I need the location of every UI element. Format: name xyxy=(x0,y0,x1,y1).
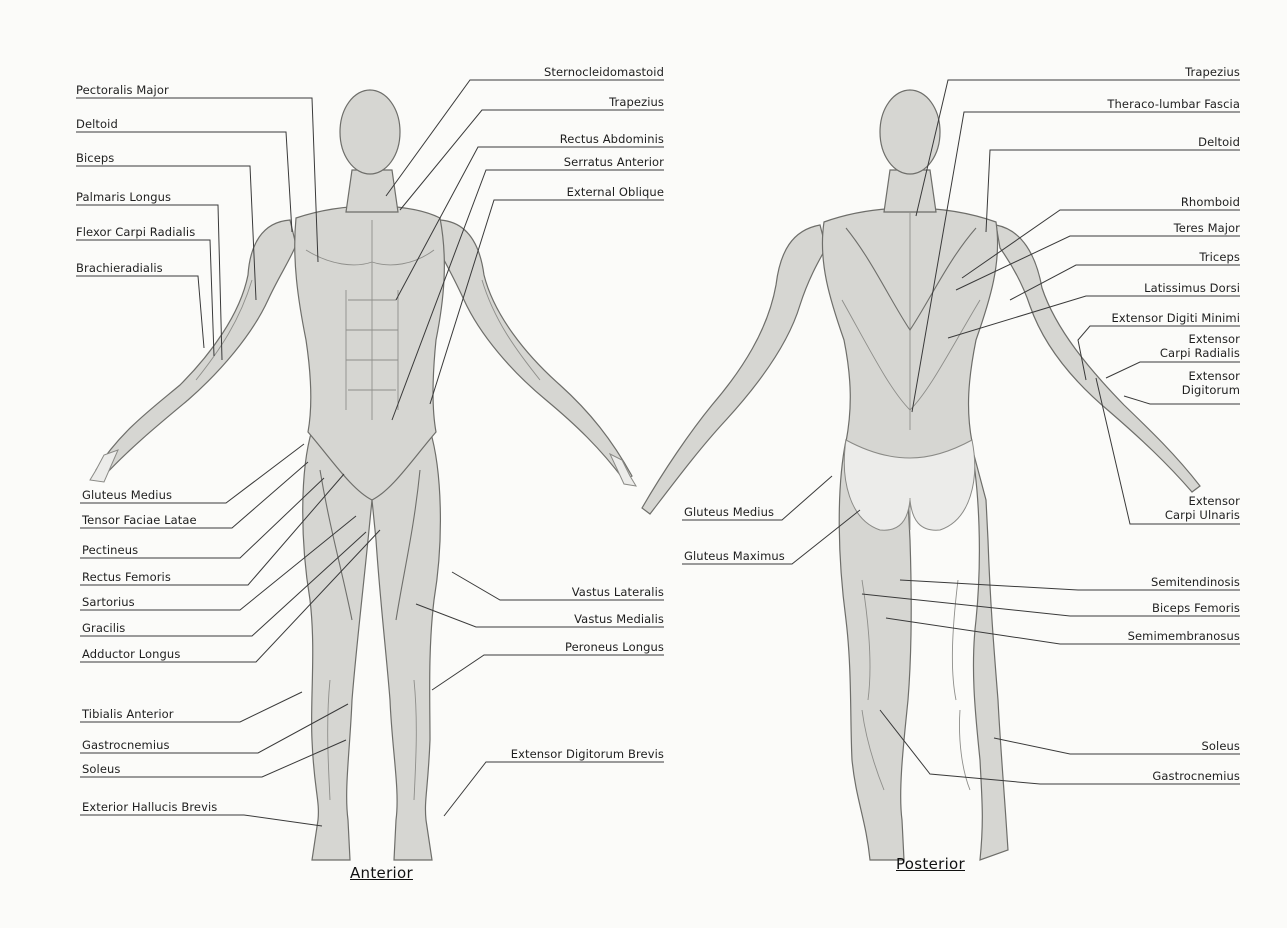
label-soleus-posterior: Soleus xyxy=(1202,740,1241,753)
anterior-left-leg xyxy=(303,430,372,860)
caption-anterior: Anterior xyxy=(350,864,413,882)
label-gluteus-medius-posterior: Gluteus Medius xyxy=(684,506,774,519)
label-pectineus: Pectineus xyxy=(82,544,138,557)
label-serratus-anterior: Serratus Anterior xyxy=(564,156,664,169)
caption-posterior: Posterior xyxy=(896,855,965,873)
label-deltoid: Deltoid xyxy=(76,118,118,131)
label-tensor-faciae-latae: Tensor Faciae Latae xyxy=(82,514,197,527)
label-brachieradialis: Brachieradialis xyxy=(76,262,163,275)
anterior-head xyxy=(340,90,400,174)
label-palmaris-longus: Palmaris Longus xyxy=(76,191,171,204)
anterior-left-arm xyxy=(96,220,296,476)
label-extensor-carpi-radialis-line1: Extensor xyxy=(1189,333,1241,346)
label-pectoralis-major: Pectoralis Major xyxy=(76,84,169,97)
label-adductor-longus: Adductor Longus xyxy=(82,648,180,661)
posterior-right-leg xyxy=(970,440,1008,860)
label-rhomboid: Rhomboid xyxy=(1181,196,1240,209)
label-gracilis: Gracilis xyxy=(82,622,125,635)
label-teres-major: Teres Major xyxy=(1174,222,1240,235)
label-semitendinosis: Semitendinosis xyxy=(1151,576,1240,589)
label-trapezius-anterior: Trapezius xyxy=(609,96,664,109)
label-theraco-lumbar-fascia: Theraco-lumbar Fascia xyxy=(1107,98,1240,111)
posterior-neck xyxy=(884,170,936,212)
label-extensor-digitorum-line1: Extensor xyxy=(1189,370,1241,383)
label-gastrocnemius-anterior: Gastrocnemius xyxy=(82,739,170,752)
label-rectus-femoris: Rectus Femoris xyxy=(82,571,171,584)
label-trapezius-posterior: Trapezius xyxy=(1185,66,1240,79)
label-biceps-femoris: Biceps Femoris xyxy=(1152,602,1240,615)
label-external-oblique: External Oblique xyxy=(567,186,664,199)
label-rectus-abdominis: Rectus Abdominis xyxy=(560,133,664,146)
label-extensor-carpi-ulnaris-line1: Extensor xyxy=(1189,495,1241,508)
label-soleus-anterior: Soleus xyxy=(82,763,121,776)
label-sartorius: Sartorius xyxy=(82,596,135,609)
label-vastus-medialis: Vastus Medialis xyxy=(574,613,664,626)
anterior-right-hand xyxy=(610,454,636,486)
label-extensor-digiti-minimi: Extensor Digiti Minimi xyxy=(1112,312,1240,325)
posterior-left-arm xyxy=(642,225,826,514)
label-gastrocnemius-posterior: Gastrocnemius xyxy=(1152,770,1240,783)
label-tibialis-anterior: Tibialis Anterior xyxy=(82,708,174,721)
label-semimembranosus: Semimembranosus xyxy=(1128,630,1240,643)
label-deltoid-posterior: Deltoid xyxy=(1198,136,1240,149)
label-extensor-carpi-radialis-line2: Carpi Radialis xyxy=(1160,347,1240,360)
label-latissimus-dorsi: Latissimus Dorsi xyxy=(1144,282,1240,295)
label-gluteus-medius-anterior: Gluteus Medius xyxy=(82,489,172,502)
posterior-head xyxy=(880,90,940,174)
posterior-figure xyxy=(642,90,1200,860)
label-peroneus-longus: Peroneus Longus xyxy=(565,641,664,654)
label-flexor-carpi-radialis: Flexor Carpi Radialis xyxy=(76,226,195,239)
label-sternocleidomastoid: Sternocleidomastoid xyxy=(544,66,664,79)
label-vastus-lateralis: Vastus Lateralis xyxy=(572,586,664,599)
label-exterior-hallucis-brevis: Exterior Hallucis Brevis xyxy=(82,801,217,814)
anterior-right-arm xyxy=(436,220,632,480)
label-triceps: Triceps xyxy=(1199,251,1240,264)
label-extensor-carpi-ulnaris-line2: Carpi Ulnaris xyxy=(1165,509,1240,522)
label-gluteus-maximus: Gluteus Maximus xyxy=(684,550,785,563)
label-biceps: Biceps xyxy=(76,152,114,165)
label-extensor-digitorum-brevis: Extensor Digitorum Brevis xyxy=(511,748,664,761)
label-extensor-digitorum-line2: Digitorum xyxy=(1182,384,1240,397)
anterior-right-leg xyxy=(372,430,440,860)
